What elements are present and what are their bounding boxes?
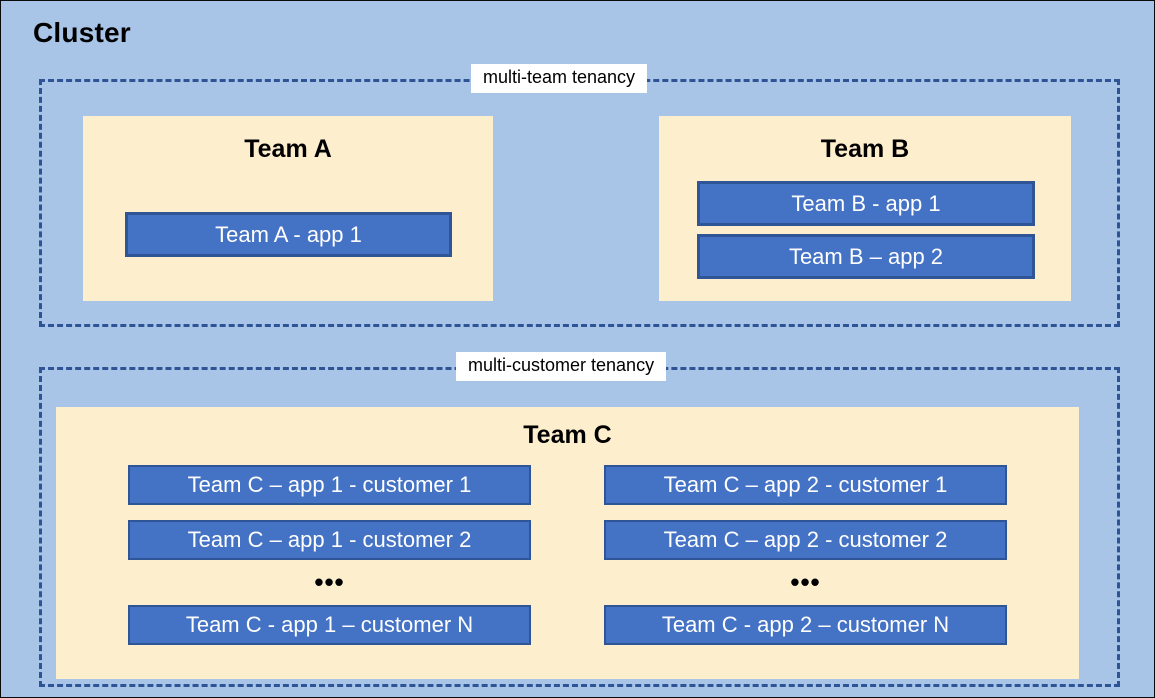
cluster-title: Cluster <box>33 17 131 48</box>
app-box-team-b-app-1[interactable]: Team B - app 1 <box>697 181 1035 226</box>
app-box-team-c-app-1-customer-n[interactable]: Team C - app 1 – customer N <box>128 605 531 645</box>
team-title-team-a: Team A <box>244 135 332 163</box>
team-box-team-b: Team B Team B - app 1 Team B – app 2 <box>659 116 1071 301</box>
app-column-team-c-app-1: Team C – app 1 - customer 1 Team C – app… <box>128 465 531 645</box>
app-box-team-a-app-1[interactable]: Team A - app 1 <box>125 212 452 257</box>
app-box-team-c-app-1-customer-2[interactable]: Team C – app 1 - customer 2 <box>128 520 531 560</box>
app-box-team-b-app-2[interactable]: Team B – app 2 <box>697 234 1035 279</box>
team-box-team-a: Team A Team A - app 1 <box>83 116 493 301</box>
app-list-team-b: Team B - app 1 Team B – app 2 <box>697 181 1035 279</box>
app-column-team-c-app-2: Team C – app 2 - customer 1 Team C – app… <box>604 465 1007 645</box>
app-box-team-c-app-1-customer-1[interactable]: Team C – app 1 - customer 1 <box>128 465 531 505</box>
tenancy-label-multi-customer: multi-customer tenancy <box>456 352 667 381</box>
team-title-team-b: Team B <box>820 135 910 163</box>
app-box-team-c-app-2-customer-2[interactable]: Team C – app 2 - customer 2 <box>604 520 1007 560</box>
team-box-team-c: Team C Team C – app 1 - customer 1 Team … <box>56 407 1079 679</box>
app-box-team-c-app-2-customer-1[interactable]: Team C – app 2 - customer 1 <box>604 465 1007 505</box>
ellipsis-team-c-app-2: ••• <box>790 567 821 597</box>
ellipsis-team-c-app-1: ••• <box>314 567 345 597</box>
team-title-team-c: Team C <box>523 421 612 449</box>
app-list-team-a: Team A - app 1 <box>125 212 452 257</box>
app-box-team-c-app-2-customer-n[interactable]: Team C - app 2 – customer N <box>604 605 1007 645</box>
tenancy-label-multi-team: multi-team tenancy <box>471 64 648 93</box>
app-grid-team-c: Team C – app 1 - customer 1 Team C – app… <box>56 465 1079 645</box>
